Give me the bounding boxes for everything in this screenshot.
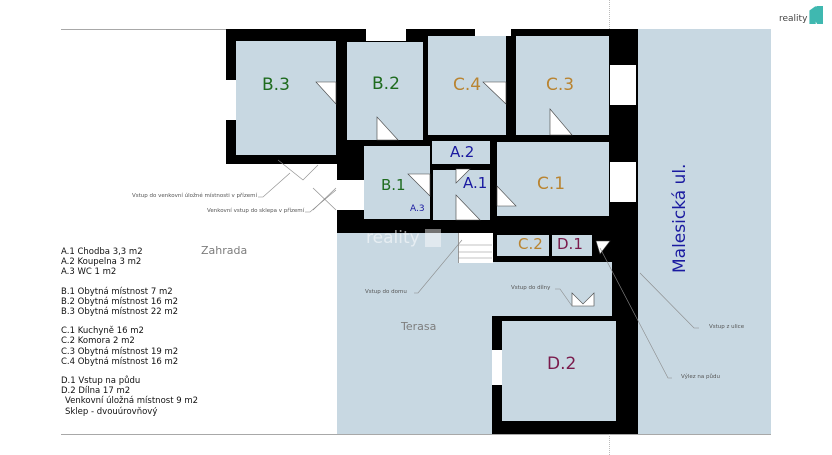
room-label-b2: B.2	[372, 74, 400, 94]
room-d1[interactable]	[552, 235, 592, 256]
annotation-attic-hatch: Výlez na půdu	[681, 374, 720, 380]
room-label-c2: C.2	[518, 235, 543, 253]
room-label-c3: C.3	[546, 75, 575, 95]
street-label: Malesická ul.	[670, 163, 690, 273]
room-label-b1: B.1	[381, 176, 406, 194]
brand-logo: reality	[779, 6, 824, 24]
annotation-street-entry: Vstup z ulice	[709, 324, 745, 330]
window	[226, 80, 236, 120]
brand-logo-icon	[809, 6, 824, 24]
window	[475, 29, 511, 36]
room-label-a2: A.2	[450, 143, 475, 161]
legend-item: A.2 Koupelna 3 m2	[61, 257, 142, 268]
terrace-label: Terasa	[401, 320, 437, 333]
room-d2[interactable]	[502, 321, 616, 421]
room-label-d2: D.2	[547, 354, 577, 374]
legend-group-b: B.1 Obytná místnost 7 m2 B.2 Obytná míst…	[61, 287, 198, 318]
corridor-to-workshop	[493, 262, 612, 316]
legend-item: C.2 Komora 2 m2	[61, 336, 135, 347]
legend-group-c: C.1 Kuchyně 16 m2 C.2 Komora 2 m2 C.3 Ob…	[61, 326, 198, 367]
room-legend: A.1 Chodba 3,3 m2 A.2 Koupelna 3 m2 A.3 …	[61, 247, 198, 426]
window	[610, 162, 636, 202]
window	[366, 29, 406, 41]
legend-group-d: D.1 Vstup na půdu D.2 Dílna 17 m2 Venkov…	[61, 376, 198, 417]
legend-item: B.3 Obytná místnost 22 m2	[61, 307, 179, 318]
window	[337, 180, 364, 210]
room-a2[interactable]	[432, 141, 490, 164]
watermark-text: reality	[366, 228, 420, 248]
bottom-frame-line	[61, 434, 771, 435]
legend-item: C.1 Kuchyně 16 m2	[61, 326, 144, 337]
stairs	[458, 233, 493, 263]
legend-group-a: A.1 Chodba 3,3 m2 A.2 Koupelna 3 m2 A.3 …	[61, 247, 198, 278]
room-label-a1: A.1	[463, 174, 488, 192]
room-label-d1: D.1	[557, 235, 583, 253]
window	[610, 65, 636, 105]
room-a3[interactable]	[409, 203, 430, 219]
annotation-outdoor-storage-entry: Vstup do venkovní úložné místnosti v pří…	[132, 193, 257, 199]
room-label-a3: A.3	[410, 204, 425, 214]
room-label-c1: C.1	[537, 174, 566, 194]
legend-item: B.1 Obytná místnost 7 m2	[61, 286, 173, 297]
legend-item: C.3 Obytná místnost 19 m2	[61, 346, 179, 357]
annotation-workshop-entry: Vstup do dílny	[511, 285, 551, 291]
annotation-cellar-entry: Venkovní vstup do sklepa v přízemí	[207, 208, 305, 214]
legend-item: D.2 Dílna 17 m2	[61, 386, 131, 397]
room-label-b3: B.3	[262, 75, 290, 95]
annotation-house-entry: Vstup do domu	[365, 289, 407, 295]
legend-item: C.4 Obytná místnost 16 m2	[61, 356, 179, 367]
legend-item: A.1 Chodba 3,3 m2	[61, 247, 143, 257]
room-b3[interactable]	[236, 41, 336, 155]
legend-item: Sklep - dvouúrovňový	[65, 406, 158, 417]
legend-item: D.1 Vstup na půdu	[61, 376, 141, 387]
room-label-c4: C.4	[453, 75, 482, 95]
garden-label: Zahrada	[201, 244, 248, 257]
watermark-logo-icon	[425, 229, 442, 247]
room-c2[interactable]	[497, 235, 549, 256]
brand-text: reality	[779, 14, 808, 24]
center-watermark: reality	[366, 228, 442, 248]
window	[492, 350, 502, 385]
legend-item: Venkovní úložná místnost 9 m2	[65, 396, 199, 407]
legend-item: A.3 WC 1 m2	[61, 267, 117, 278]
legend-item: B.2 Obytná místnost 16 m2	[61, 296, 179, 307]
